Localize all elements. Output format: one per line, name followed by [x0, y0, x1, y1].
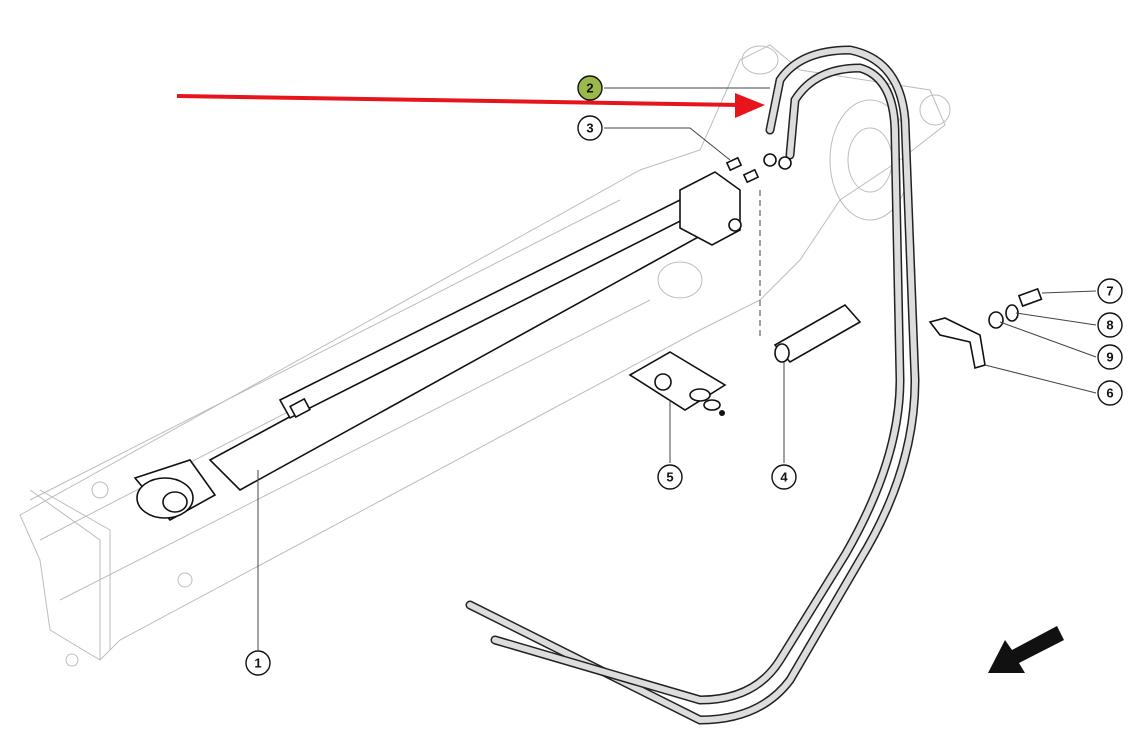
callout-6-label: 6 [1106, 386, 1113, 401]
callout-8[interactable]: 8 [1097, 312, 1123, 338]
callout-6[interactable]: 6 [1097, 380, 1123, 406]
callout-8-label: 8 [1106, 318, 1113, 333]
fittings [725, 156, 760, 184]
callout-4-label: 4 [780, 470, 788, 485]
callout-9[interactable]: 9 [1097, 344, 1123, 370]
red-pointer-arrow-icon [176, 93, 765, 118]
leader-lines [257, 87, 1097, 650]
callout-7[interactable]: 7 [1097, 278, 1123, 304]
hydraulic-cylinder [133, 171, 742, 522]
callout-9-label: 9 [1106, 350, 1113, 365]
callout-4[interactable]: 4 [771, 464, 797, 490]
callout-1[interactable]: 1 [245, 650, 271, 676]
bracket-and-bolt [928, 287, 1043, 370]
callout-2-label: 2 [586, 81, 593, 96]
callout-1-label: 1 [254, 656, 261, 671]
callout-7-label: 7 [1106, 284, 1113, 299]
seal-kit [628, 351, 727, 416]
callout-3-label: 3 [586, 121, 593, 136]
callout-2[interactable]: 2 [577, 75, 603, 101]
callout-5[interactable]: 5 [657, 464, 683, 490]
callout-5-label: 5 [666, 470, 673, 485]
callout-3[interactable]: 3 [577, 115, 603, 141]
direction-arrow-icon [988, 626, 1064, 673]
quick-coupling [759, 190, 862, 364]
hydraulic-hoses [465, 45, 920, 725]
